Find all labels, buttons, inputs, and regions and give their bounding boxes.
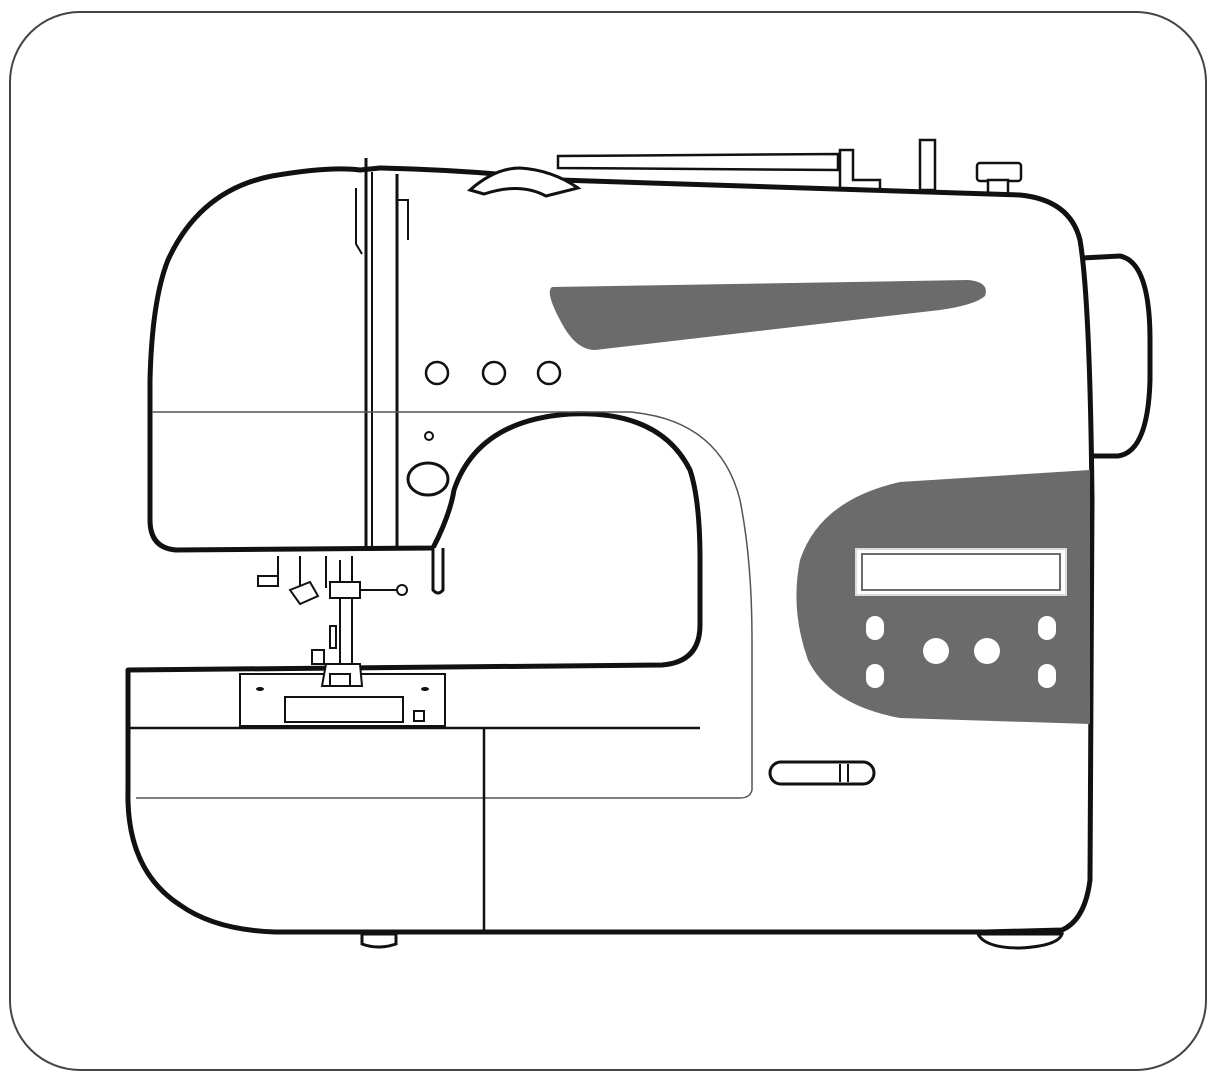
head-section-line bbox=[136, 411, 753, 799]
up-button-left-icon bbox=[866, 616, 884, 640]
speed-slider-icon bbox=[768, 760, 876, 786]
function-button-icon bbox=[536, 360, 562, 386]
machine-feet bbox=[360, 932, 1065, 950]
handwheel-icon bbox=[1081, 253, 1153, 459]
presser-foot-icon bbox=[257, 556, 408, 687]
thread-take-up-cover bbox=[466, 166, 582, 198]
start-stop-button-icon bbox=[406, 461, 450, 497]
function-button-icon bbox=[481, 360, 507, 386]
up-button-right-icon bbox=[1038, 616, 1056, 640]
machine-body-outline bbox=[125, 165, 1095, 935]
arm-latch bbox=[431, 548, 445, 595]
indicator-light-icon bbox=[424, 431, 434, 441]
function-buttons bbox=[424, 360, 562, 386]
needle-bar-column bbox=[355, 158, 409, 548]
control-panel bbox=[796, 470, 1090, 724]
upper-decorative-stripe bbox=[549, 280, 986, 350]
function-button-icon bbox=[424, 360, 450, 386]
down-button-left-icon bbox=[866, 664, 884, 688]
select-button-icon bbox=[974, 638, 1000, 664]
top-thread-guide bbox=[556, 138, 937, 192]
lcd-display-inner bbox=[861, 553, 1061, 591]
panel-buttons bbox=[866, 616, 1056, 688]
select-button-icon bbox=[923, 638, 949, 664]
down-button-right-icon bbox=[1038, 664, 1056, 688]
